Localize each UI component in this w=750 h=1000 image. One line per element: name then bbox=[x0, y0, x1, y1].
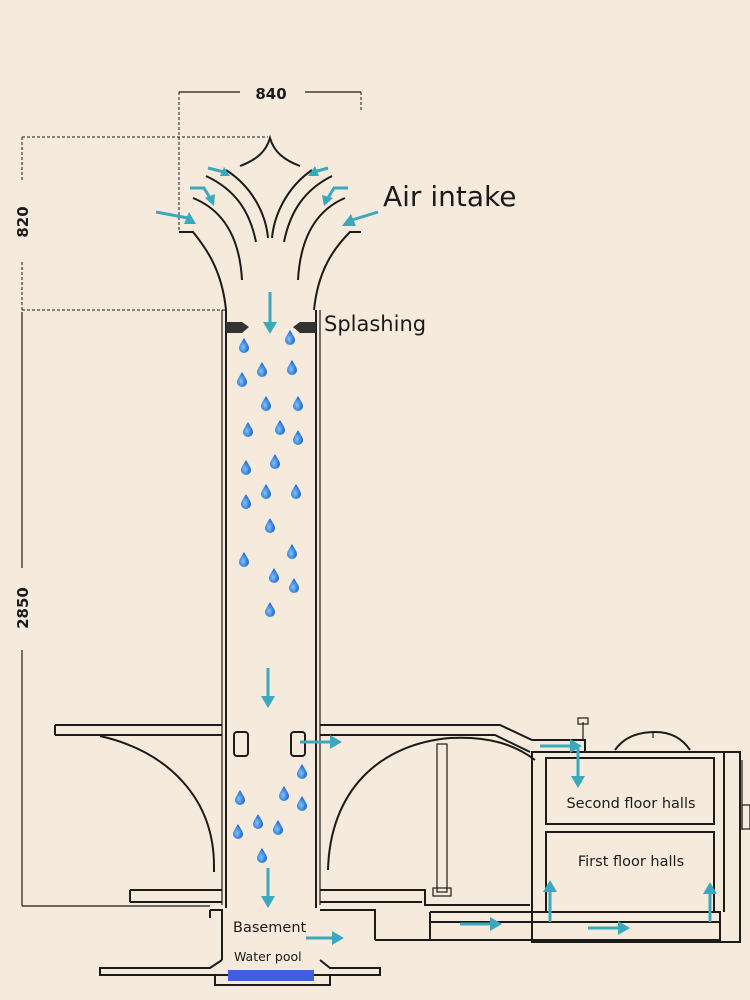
tower-head bbox=[179, 134, 361, 311]
water-drop-icon bbox=[261, 484, 271, 499]
water-drop-icon bbox=[243, 422, 253, 437]
water-pool-label: Water pool bbox=[234, 949, 302, 964]
air-intake-label: Air intake bbox=[383, 180, 516, 213]
water-drop-icon bbox=[287, 360, 297, 375]
water-drop-icon bbox=[297, 796, 307, 811]
water-drop-icon bbox=[239, 552, 249, 567]
first-floor-label: First floor halls bbox=[578, 854, 684, 870]
water-drop-icon bbox=[235, 790, 245, 805]
water-drop-icon bbox=[239, 338, 249, 353]
flow-arrows bbox=[155, 166, 717, 945]
water-drop-icon bbox=[270, 454, 280, 469]
water-drop-icon bbox=[279, 786, 289, 801]
water-drop-icon bbox=[293, 396, 303, 411]
shaft bbox=[221, 310, 321, 908]
water-drop-icon bbox=[265, 518, 275, 533]
splashing-label: Splashing bbox=[324, 312, 426, 336]
water-drop-icon bbox=[257, 848, 267, 863]
water-drop-icon bbox=[241, 494, 251, 509]
nozzle-icon bbox=[293, 322, 316, 333]
water-drop-icon bbox=[257, 362, 267, 377]
second-floor-label: Second floor halls bbox=[566, 796, 695, 812]
water-drop-icon bbox=[275, 420, 285, 435]
water-drop-icon bbox=[293, 430, 303, 445]
water-drop-icon bbox=[265, 602, 275, 617]
water-drop-icon bbox=[289, 578, 299, 593]
top-width-dimension: 840 bbox=[255, 85, 286, 103]
water-drop-icon bbox=[291, 484, 301, 499]
water-drop-icon bbox=[261, 396, 271, 411]
water-drop-icon bbox=[273, 820, 283, 835]
shaft-height-dimension: 2850 bbox=[14, 587, 32, 629]
water-drop-icon bbox=[233, 824, 243, 839]
intake-height-dimension: 820 bbox=[14, 206, 32, 237]
building bbox=[54, 717, 750, 986]
water-drop-icon bbox=[237, 372, 247, 387]
flow-arrow-icon bbox=[263, 322, 277, 334]
splash-nozzles bbox=[226, 322, 316, 333]
water-drop-icon bbox=[253, 814, 263, 829]
water-pool-fill bbox=[228, 970, 314, 981]
water-drop-icon bbox=[285, 330, 295, 345]
water-drop-icon bbox=[241, 460, 251, 475]
water-drop-icon bbox=[269, 568, 279, 583]
nozzle-icon bbox=[226, 322, 249, 333]
water-drops bbox=[233, 330, 307, 863]
dimension-lines bbox=[21, 91, 362, 907]
flow-arrow-icon bbox=[261, 896, 275, 908]
basement-label: Basement bbox=[233, 920, 307, 936]
flow-arrow-icon bbox=[261, 696, 275, 708]
water-drop-icon bbox=[297, 764, 307, 779]
water-drop-icon bbox=[287, 544, 297, 559]
